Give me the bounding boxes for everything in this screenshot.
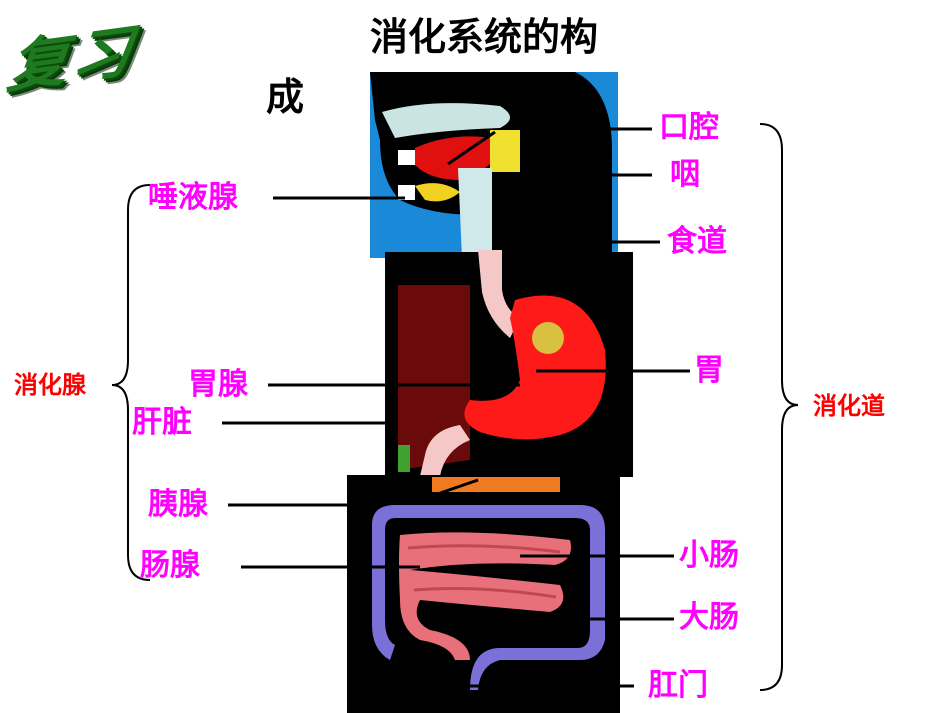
label-mouth: 口腔 <box>659 113 719 143</box>
label-liver: 肝脏 <box>132 408 192 438</box>
abdomen-panel <box>347 475 620 713</box>
label-pancreas: 胰腺 <box>148 490 208 520</box>
torso-panel <box>385 250 633 477</box>
head-panel <box>370 72 618 258</box>
label-intestinal-gland: 肠腺 <box>140 551 200 581</box>
label-large-intestine: 大肠 <box>679 603 739 633</box>
label-stomach: 胃 <box>694 356 724 386</box>
label-small-intestine: 小肠 <box>679 541 739 571</box>
group-label-glands: 消化腺 <box>14 373 86 397</box>
label-esophagus: 食道 <box>667 227 727 257</box>
label-salivary-gland: 唾液腺 <box>148 183 238 213</box>
group-label-tract: 消化道 <box>813 394 885 418</box>
label-gastric-gland: 胃腺 <box>188 370 248 400</box>
label-anus: 肛门 <box>648 671 708 701</box>
label-pharynx: 咽 <box>670 160 700 190</box>
